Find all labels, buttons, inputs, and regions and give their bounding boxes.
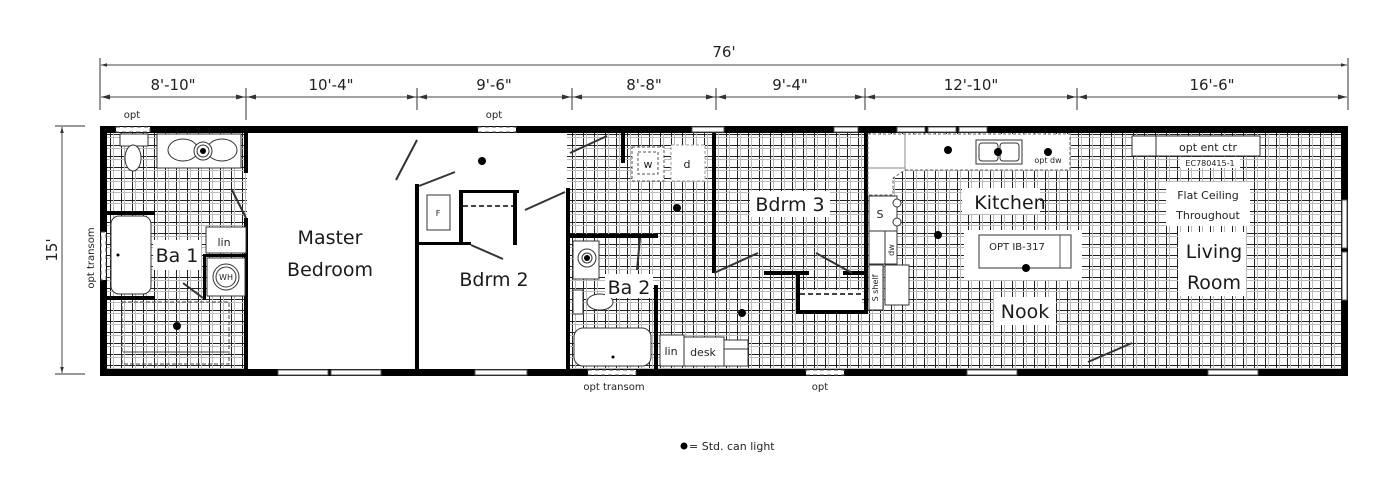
dim-label: 9'-4" xyxy=(772,76,808,94)
linen-2-label: lin xyxy=(664,345,677,358)
laundry-bath-2: w d Ba 2 lin desk xyxy=(572,144,749,367)
toilet-icon xyxy=(124,144,142,172)
dryer-label: d xyxy=(684,158,691,171)
shelf-icon xyxy=(868,264,884,311)
overall-length-label: 76' xyxy=(712,43,735,61)
windows-top xyxy=(115,126,988,133)
dim-label: 10'-4" xyxy=(308,76,353,94)
washer-label: w xyxy=(644,158,653,171)
desk-label: desk xyxy=(690,346,716,359)
overall-length-dimension: 76' xyxy=(99,43,1349,110)
ba2-toilet-tank-icon xyxy=(572,289,584,315)
bedrooms-1-2: Master Bedroom Bdrm 2 F xyxy=(287,194,529,291)
linen-label: lin xyxy=(217,236,230,249)
stove-icon xyxy=(868,195,898,232)
doors xyxy=(182,135,1133,363)
desk-icon xyxy=(683,336,725,367)
room-label-nook: Nook xyxy=(1001,301,1049,323)
dim-label: 8'-10" xyxy=(150,76,195,94)
room-label-kitchen: Kitchen xyxy=(974,192,1045,214)
linen-closet-icon xyxy=(205,226,247,254)
bathtub-icon xyxy=(110,215,152,295)
room-label-living-2: Room xyxy=(1187,272,1241,294)
ba2-tub-icon xyxy=(573,327,652,367)
legend-text: = Std. can light xyxy=(689,440,775,453)
opt-window-label: opt xyxy=(486,110,502,121)
dryer-icon xyxy=(670,144,706,182)
room-label-ba1: Ba 1 xyxy=(156,245,199,267)
room-label-living: Living xyxy=(1186,241,1243,263)
overall-width-label: 15' xyxy=(43,238,61,261)
bath-1-fixtures: lin WH Ba 1 xyxy=(110,133,247,365)
opt-transom-label: opt transom xyxy=(86,227,97,288)
ceiling-note-2: Throughout xyxy=(1175,209,1240,222)
can-light-icon xyxy=(934,231,942,239)
dim-label: 16'-6" xyxy=(1189,76,1234,94)
can-light-icon xyxy=(944,146,952,154)
fridge-icon xyxy=(868,230,886,265)
island-icon xyxy=(978,234,1072,269)
interior-walls xyxy=(107,133,868,369)
dim-label: 12'-10" xyxy=(944,76,999,94)
can-light-icon xyxy=(173,322,181,330)
desk-chair-icon xyxy=(723,339,749,367)
ceiling-note-1: Flat Ceiling xyxy=(1177,189,1239,202)
opt-window-label: opt xyxy=(124,110,140,121)
linen-2-icon xyxy=(659,334,685,367)
dw-icon xyxy=(884,230,898,265)
opt-window-label: opt xyxy=(812,382,828,393)
can-light-icon xyxy=(478,157,486,165)
shower-icon xyxy=(121,301,230,365)
dim-label: 9'-6" xyxy=(476,76,512,94)
segment-dimensions: 8'-10" 10'-4" 9'-6" 8'-8" 9'-4" 12'-10" … xyxy=(101,76,1347,120)
windows-bottom xyxy=(277,369,1259,376)
toilet-tank-icon xyxy=(119,133,149,147)
can-light-icon xyxy=(1044,148,1052,156)
furnace-icon xyxy=(426,194,451,231)
room-label-bdrm3: Bdrm 3 xyxy=(755,194,824,216)
bedroom-3: Bdrm 3 xyxy=(750,191,862,310)
dw-label: dw xyxy=(887,244,896,256)
overall-width-dimension: 15' xyxy=(43,125,85,375)
opt-transom-label: opt transom xyxy=(583,382,644,393)
can-light-icon xyxy=(994,148,1002,156)
ent-ctr-code: EC780415-1 xyxy=(1185,159,1234,168)
can-light-icon xyxy=(1022,264,1030,272)
can-lights xyxy=(173,146,1052,330)
island-label: OPT IB-317 xyxy=(989,242,1045,253)
kitchen: opt dw S dw S shelf Kitchen OPT IB-317 N… xyxy=(867,133,1082,325)
annotations: opt opt opt transom opt transom opt xyxy=(86,110,828,393)
can-light-icon xyxy=(738,309,746,317)
water-heater-label: WH xyxy=(219,273,233,282)
room-label-bdrm2: Bdrm 2 xyxy=(459,269,528,291)
room-label-master-2: Bedroom xyxy=(287,259,373,281)
dim-label: 8'-8" xyxy=(626,76,662,94)
stove-label: S xyxy=(877,208,884,221)
can-light-legend-icon xyxy=(680,442,688,450)
legend: = Std. can light xyxy=(680,440,775,453)
furnace-label: F xyxy=(436,209,441,218)
opt-dw-label: opt dw xyxy=(1034,156,1062,165)
living-room: opt ent ctr EC780415-1 Flat Ceiling Thro… xyxy=(1131,135,1261,296)
shelf-label: S shelf xyxy=(871,274,880,301)
ent-ctr-label: opt ent ctr xyxy=(1179,141,1237,154)
can-light-icon xyxy=(673,204,681,212)
room-label-ba2: Ba 2 xyxy=(608,277,651,299)
room-label-master: Master xyxy=(298,227,363,249)
